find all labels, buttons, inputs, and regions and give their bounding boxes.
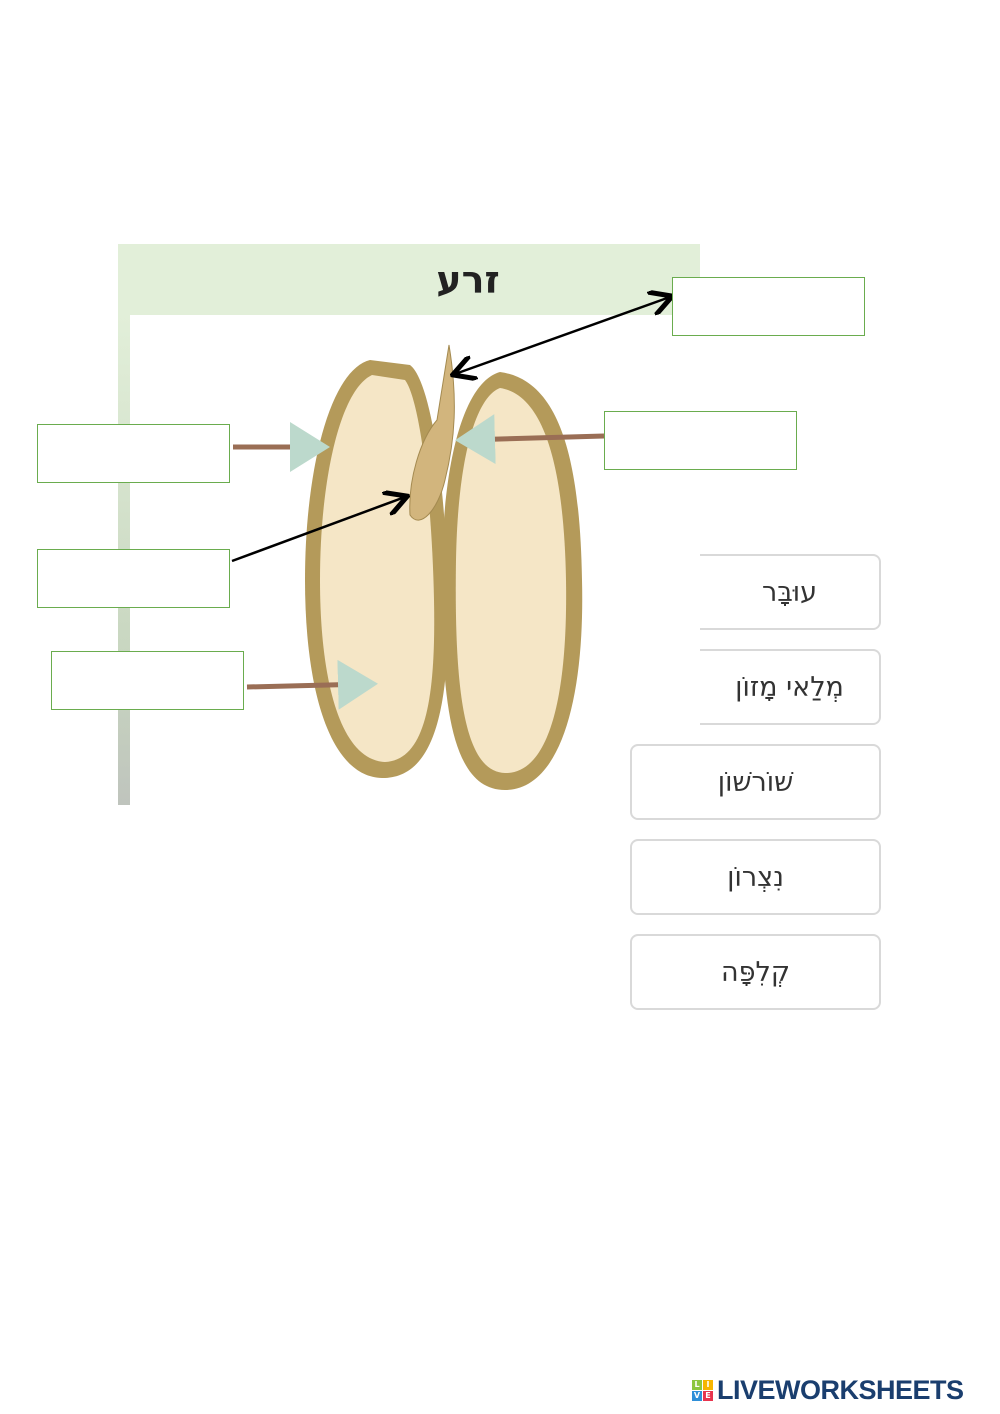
- logo-letter: V: [692, 1391, 702, 1401]
- word-embryo[interactable]: עוּבָּר: [700, 554, 881, 630]
- logo-letter: L: [692, 1380, 702, 1390]
- answer-box-5[interactable]: [51, 651, 244, 710]
- embryo: [409, 344, 455, 521]
- seed-right-cotyledon: [441, 372, 583, 790]
- word-food-store[interactable]: מְלַאי מָזוֹן: [700, 649, 881, 725]
- answer-box-3[interactable]: [37, 424, 230, 483]
- answer-box-2[interactable]: [604, 411, 797, 470]
- logo-letter: E: [703, 1391, 713, 1401]
- logo-text: LIVEWORKSHEETS: [717, 1375, 964, 1405]
- logo-letter: I: [703, 1380, 713, 1390]
- word-plumule[interactable]: נִצְרוֹן: [630, 839, 881, 915]
- answer-box-1[interactable]: [672, 277, 865, 336]
- answer-box-4[interactable]: [37, 549, 230, 608]
- logo-icon: L I V E: [692, 1380, 713, 1401]
- seed-left-cotyledon: [305, 360, 449, 779]
- word-radicle[interactable]: שׁוֹרשׁוֹן: [630, 744, 881, 820]
- word-seed-coat[interactable]: קְלִפָּה: [630, 934, 881, 1010]
- liveworksheets-logo: L I V E LIVEWORKSHEETS: [692, 1375, 964, 1406]
